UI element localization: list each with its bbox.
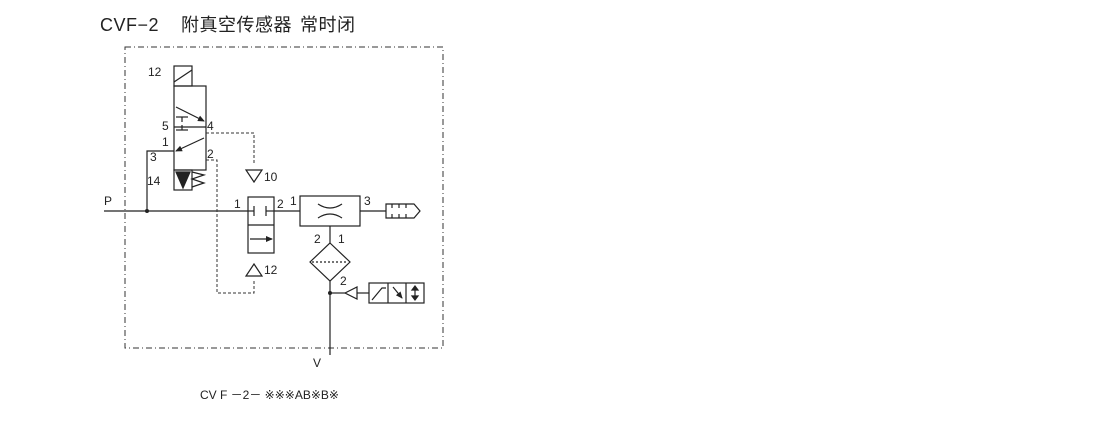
ejector-nozzle-upper bbox=[317, 203, 343, 209]
ejector-nozzle-lower bbox=[317, 213, 343, 219]
sensor-arrow-up bbox=[410, 285, 420, 291]
sensor-switch-symbol bbox=[371, 287, 386, 301]
valve-body bbox=[173, 85, 207, 171]
spring-triangle bbox=[175, 171, 191, 190]
label-solenoid-12: 12 bbox=[148, 65, 162, 79]
label-solenoid-2: 2 bbox=[207, 147, 214, 161]
ejector bbox=[299, 195, 386, 243]
title-code: CVF−2 bbox=[100, 15, 160, 35]
label-v: V bbox=[313, 356, 321, 370]
pilot-line-2-to-12 bbox=[206, 159, 255, 294]
spring-box bbox=[173, 169, 193, 191]
label-solenoid-1: 1 bbox=[162, 135, 169, 149]
pilot-line-4-to-10 bbox=[206, 132, 255, 165]
solenoid-coil-winding bbox=[173, 69, 193, 83]
label-ejector-1: 1 bbox=[290, 194, 297, 208]
sensor-arrow-down bbox=[410, 295, 420, 301]
unit-boundary bbox=[124, 46, 444, 349]
pilot-lines bbox=[206, 132, 255, 294]
pilot-valve bbox=[247, 196, 275, 254]
ejector-body bbox=[299, 195, 361, 227]
label-pilot-12: 12 bbox=[264, 263, 278, 277]
sensor-triangle bbox=[343, 286, 358, 300]
pilot-arrow-12 bbox=[244, 262, 264, 277]
label-pilot-10: 10 bbox=[264, 170, 278, 184]
return-spring bbox=[190, 171, 207, 188]
sensor-body bbox=[368, 282, 425, 304]
solenoid-valve bbox=[173, 65, 207, 191]
silencer-body bbox=[385, 203, 421, 219]
valve-flow-arrow-lower bbox=[175, 137, 205, 152]
label-ejector-2: 2 bbox=[314, 232, 321, 246]
label-pilot-valve-1: 1 bbox=[234, 197, 241, 211]
label-ejector-1b: 1 bbox=[338, 232, 345, 246]
label-sensor-2: 2 bbox=[340, 274, 347, 288]
diagram-title: CVF−2 附真空传感器常时闭 bbox=[100, 11, 356, 37]
label-ejector-3: 3 bbox=[364, 194, 371, 208]
sensor-output-arrow bbox=[392, 286, 403, 299]
supply-branch-to-valve bbox=[146, 150, 174, 211]
supply-junction bbox=[145, 209, 149, 213]
label-solenoid-3: 3 bbox=[150, 150, 157, 164]
supply-lines bbox=[104, 150, 248, 212]
valve-flow-arrow-upper bbox=[175, 106, 205, 122]
model-code-caption: CV F －2－ ※※※AB※B※ bbox=[200, 388, 339, 402]
silencer bbox=[385, 203, 421, 219]
label-p: P bbox=[104, 194, 112, 208]
label-solenoid-5: 5 bbox=[162, 119, 169, 133]
label-pilot-valve-2: 2 bbox=[277, 197, 284, 211]
title-name: 附真空传感器 bbox=[181, 15, 293, 35]
vacuum-sensor bbox=[330, 282, 425, 304]
label-solenoid-14: 14 bbox=[147, 174, 161, 188]
pilot-arrow-10 bbox=[244, 169, 264, 184]
title-type: 常时闭 bbox=[300, 15, 356, 35]
label-solenoid-4: 4 bbox=[207, 119, 214, 133]
vacuum-filter bbox=[309, 242, 351, 355]
